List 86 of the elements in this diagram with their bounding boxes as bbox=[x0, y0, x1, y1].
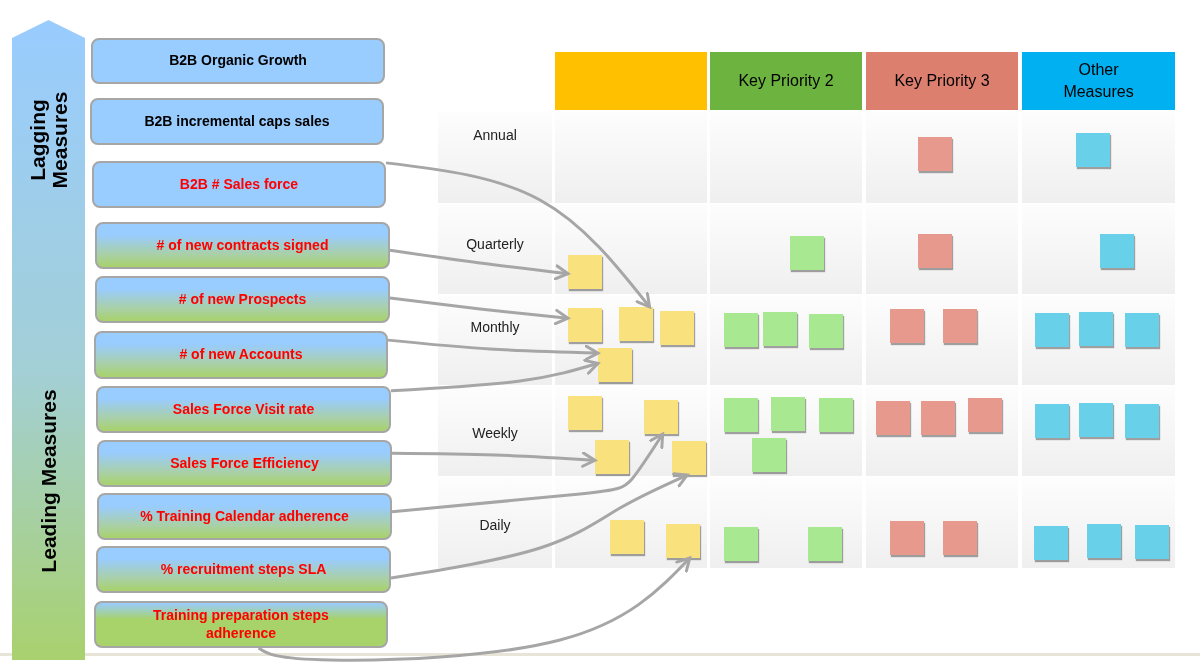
sticky-note bbox=[1125, 404, 1159, 438]
measure-label: % recruitment steps SLA bbox=[160, 560, 327, 579]
sticky-note bbox=[1034, 526, 1068, 560]
sticky-note bbox=[918, 234, 952, 268]
measure-box bbox=[90, 98, 384, 145]
arrow bbox=[389, 296, 570, 326]
measure-label: Training preparation steps adherence bbox=[152, 607, 330, 642]
measure-label: B2B # Sales force bbox=[179, 175, 299, 194]
measure-label: % Training Calendar adherence bbox=[140, 507, 349, 526]
vertical-label: Lagging Measures bbox=[26, 90, 71, 191]
sticky-note bbox=[1087, 524, 1121, 558]
sticky-note bbox=[1079, 312, 1113, 346]
row-label: Monthly bbox=[469, 319, 521, 335]
measure-label: # of new Prospects bbox=[178, 290, 307, 309]
sticky-note bbox=[724, 313, 758, 347]
measure-box bbox=[95, 222, 390, 269]
arrow bbox=[390, 472, 689, 580]
measure-box bbox=[94, 331, 388, 379]
row-label: Daily bbox=[478, 517, 512, 533]
vertical-label: Leading Measures bbox=[37, 388, 60, 575]
sticky-note bbox=[1135, 525, 1169, 559]
measure-box bbox=[97, 493, 392, 540]
sticky-note bbox=[819, 398, 853, 432]
sticky-note bbox=[568, 308, 602, 342]
sticky-note bbox=[724, 398, 758, 432]
header-label: Key Priority 3 bbox=[894, 70, 990, 91]
header-label: Key Priority 2 bbox=[738, 70, 834, 91]
measure-box bbox=[91, 38, 385, 84]
sticky-note bbox=[598, 348, 632, 382]
sticky-note bbox=[968, 398, 1002, 432]
arrow bbox=[385, 161, 652, 309]
sticky-note bbox=[610, 520, 644, 554]
sticky-note bbox=[808, 527, 842, 561]
column-header bbox=[555, 52, 707, 110]
row-label: Annual bbox=[472, 127, 518, 143]
arrow bbox=[257, 556, 692, 662]
measure-box bbox=[92, 161, 386, 208]
column-header bbox=[1022, 52, 1175, 110]
sticky-note bbox=[809, 314, 843, 348]
arrow bbox=[387, 338, 600, 361]
sticky-note bbox=[1125, 313, 1159, 347]
measure-box bbox=[95, 276, 390, 323]
measure-label: B2B incremental caps sales bbox=[144, 112, 330, 131]
sticky-note bbox=[1100, 234, 1134, 268]
arrow bbox=[391, 432, 665, 514]
sticky-note bbox=[672, 441, 706, 475]
sticky-note bbox=[943, 521, 977, 555]
sticky-note bbox=[752, 438, 786, 472]
sticky-note bbox=[568, 255, 602, 289]
header-label: Other Measures bbox=[1062, 59, 1135, 102]
arrow bbox=[389, 248, 570, 281]
sticky-note bbox=[644, 400, 678, 434]
row-label: Weekly bbox=[471, 425, 519, 441]
measure-box bbox=[96, 386, 391, 433]
measure-label: B2B Organic Growth bbox=[169, 52, 307, 70]
arrow bbox=[392, 451, 597, 468]
measure-box bbox=[97, 440, 392, 487]
sticky-note bbox=[1076, 133, 1110, 167]
sticky-note bbox=[724, 527, 758, 561]
sticky-note bbox=[890, 521, 924, 555]
sticky-note bbox=[890, 309, 924, 343]
sticky-note bbox=[660, 311, 694, 345]
column-header bbox=[866, 52, 1018, 110]
sticky-note bbox=[666, 524, 700, 558]
measure-label: Sales Force Visit rate bbox=[172, 400, 315, 419]
sticky-note bbox=[943, 309, 977, 343]
sticky-note bbox=[918, 137, 952, 171]
sticky-note bbox=[619, 307, 653, 341]
sticky-note bbox=[876, 401, 910, 435]
sticky-note bbox=[568, 396, 602, 430]
measure-label: # of new contracts signed bbox=[156, 236, 329, 255]
sticky-note bbox=[1035, 313, 1069, 347]
sticky-note bbox=[790, 236, 824, 270]
sticky-note bbox=[921, 401, 955, 435]
sticky-note bbox=[1079, 403, 1113, 437]
measure-label: # of new Accounts bbox=[179, 346, 303, 364]
measure-label: Sales Force Efficiency bbox=[170, 454, 319, 473]
sticky-note bbox=[771, 397, 805, 431]
row-label: Quarterly bbox=[465, 236, 525, 252]
measure-box bbox=[94, 601, 388, 648]
sticky-note bbox=[595, 440, 629, 474]
arrow bbox=[390, 358, 600, 393]
sticky-note bbox=[1035, 404, 1069, 438]
column-header bbox=[710, 52, 862, 110]
sticky-note bbox=[763, 312, 797, 346]
measure-box bbox=[96, 546, 391, 593]
